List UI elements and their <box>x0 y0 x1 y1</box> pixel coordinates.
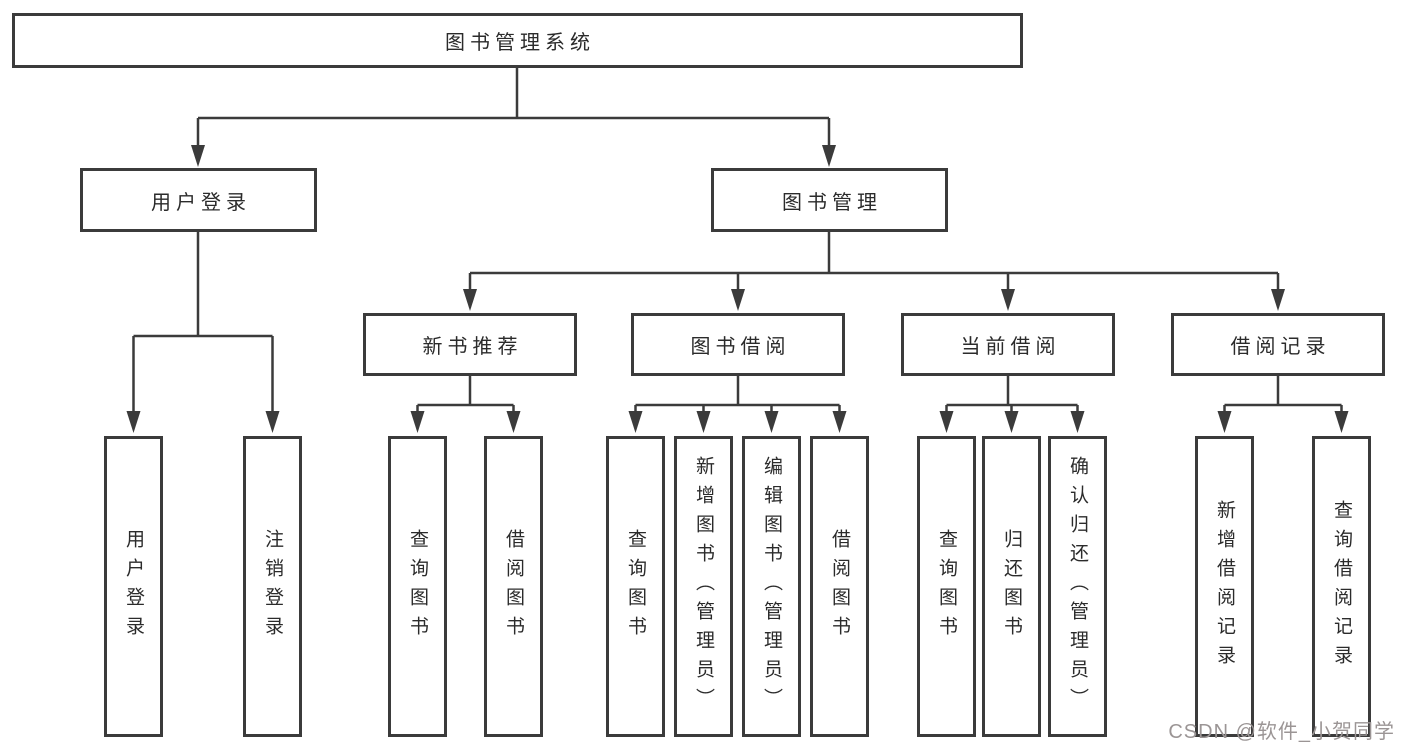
leaf-confirm-return-admin: 确认归还（管理员） <box>1048 436 1107 737</box>
leaf-user-login: 用户登录 <box>104 436 163 737</box>
leaf-label: 用户登录 <box>123 528 144 645</box>
node-new-book-recommend: 新书推荐 <box>363 313 577 376</box>
node-book-borrow: 图书借阅 <box>631 313 845 376</box>
leaf-label: 查询借阅记录 <box>1331 499 1352 674</box>
node-label: 借阅记录 <box>1230 336 1331 358</box>
leaf-label: 确认归还（管理员） <box>1067 456 1088 717</box>
csdn-watermark: CSDN @软件_小贺同学 <box>1168 721 1395 743</box>
node-label: 用户登录 <box>151 191 251 214</box>
leaf-query-books-recommend: 查询图书 <box>388 436 447 737</box>
leaf-return-books: 归还图书 <box>982 436 1041 737</box>
leaf-label: 新增借阅记录 <box>1214 499 1235 674</box>
leaf-borrow-books-recommend: 借阅图书 <box>484 436 543 737</box>
leaf-label: 编辑图书（管理员） <box>761 456 782 717</box>
node-label: 当前借阅 <box>960 336 1061 358</box>
leaf-add-borrow-record: 新增借阅记录 <box>1195 436 1254 737</box>
leaf-query-borrow-record: 查询借阅记录 <box>1312 436 1371 737</box>
leaf-add-books-admin: 新增图书（管理员） <box>674 436 733 737</box>
leaf-label: 查询图书 <box>625 528 646 645</box>
leaf-label: 查询图书 <box>936 528 957 645</box>
leaf-label: 新增图书（管理员） <box>693 456 714 717</box>
node-book-management: 图书管理 <box>711 168 948 232</box>
leaf-edit-books-admin: 编辑图书（管理员） <box>742 436 801 737</box>
node-system-root: 图书管理系统 <box>12 13 1023 68</box>
node-label: 新书推荐 <box>422 336 523 358</box>
leaf-query-books-borrow: 查询图书 <box>606 436 665 737</box>
leaf-label: 归还图书 <box>1001 528 1022 645</box>
node-label: 图书借阅 <box>690 336 791 358</box>
leaf-logout: 注销登录 <box>243 436 302 737</box>
leaf-label: 借阅图书 <box>503 528 524 645</box>
node-borrow-records: 借阅记录 <box>1171 313 1385 376</box>
leaf-label: 注销登录 <box>262 528 283 645</box>
leaf-query-books-current: 查询图书 <box>917 436 976 737</box>
leaf-label: 查询图书 <box>407 528 428 645</box>
leaf-borrow-books: 借阅图书 <box>810 436 869 737</box>
node-current-borrow: 当前借阅 <box>901 313 1115 376</box>
node-label: 图书管理系统 <box>445 32 595 54</box>
node-user-login: 用户登录 <box>80 168 317 232</box>
leaf-label: 借阅图书 <box>829 528 850 645</box>
node-label: 图书管理 <box>782 191 882 214</box>
